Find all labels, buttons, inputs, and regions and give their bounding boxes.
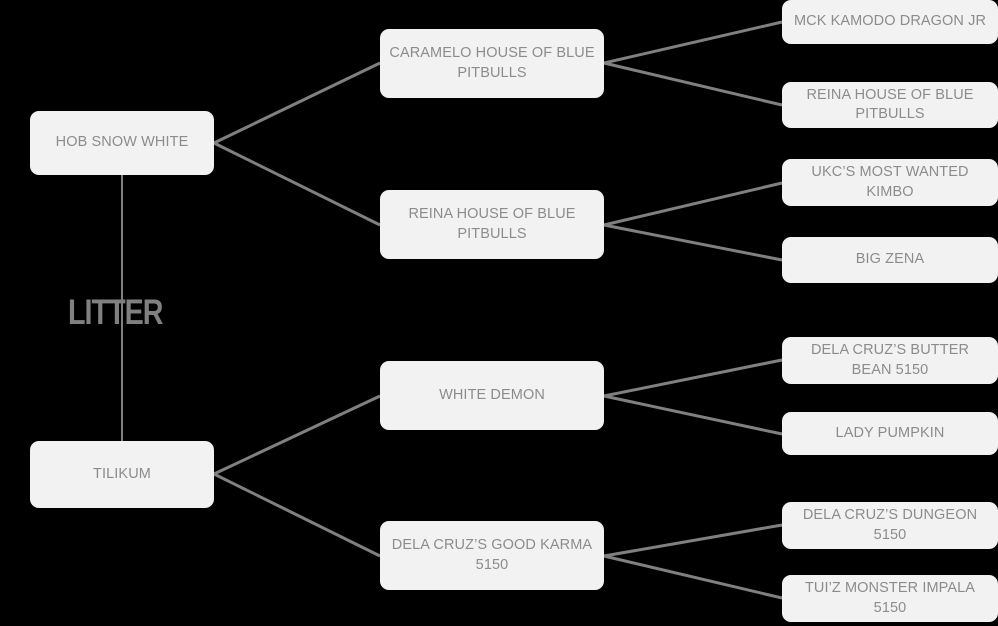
node-dela-cruz-butter-bean-5150[interactable]: DELA CRUZ’S BUTTER BEAN 5150 <box>782 337 998 384</box>
edge-hob-snow-white-to-caramelo-house-of-blue-pitbulls <box>213 61 381 145</box>
node-reina-house-of-blue-pitbulls-mid[interactable]: REINA HOUSE OF BLUE PITBULLS <box>380 190 604 259</box>
node-white-demon[interactable]: WHITE DEMON <box>380 361 604 430</box>
edge-caramelo-house-of-blue-pitbulls-to-mck-kamodo-dragon-jr <box>603 20 783 65</box>
node-big-zena[interactable]: BIG ZENA <box>782 237 998 283</box>
node-mck-kamodo-dragon-jr[interactable]: MCK KAMODO DRAGON JR <box>782 0 998 44</box>
node-label: REINA HOUSE OF BLUE PITBULLS <box>408 206 576 242</box>
node-label: HOB SNOW WHITE <box>55 134 189 151</box>
edge-tilikum-to-dela-cruz-good-karma-5150 <box>213 472 381 558</box>
node-label: DELA CRUZ’S DUNGEON 5150 <box>802 507 978 543</box>
node-tuiz-monster-impala-5150[interactable]: TUI’Z MONSTER IMPALA 5150 <box>782 575 998 622</box>
node-label: UKC’S MOST WANTED KIMBO <box>811 164 969 200</box>
node-label: DELA CRUZ’S BUTTER BEAN 5150 <box>810 342 970 378</box>
node-lady-pumpkin[interactable]: LADY PUMPKIN <box>782 412 998 455</box>
edge-caramelo-house-of-blue-pitbulls-to-reina-house-of-blue-pitbulls-right <box>603 61 783 107</box>
edge-hob-snow-white-to-reina-house-of-blue-pitbulls-mid <box>213 141 381 227</box>
node-dela-cruz-good-karma-5150[interactable]: DELA CRUZ’S GOOD KARMA 5150 <box>380 521 604 590</box>
node-label: TUI’Z MONSTER IMPALA 5150 <box>804 580 976 616</box>
edge-dela-cruz-good-karma-5150-to-dela-cruz-dungeon-5150 <box>603 523 783 558</box>
node-label: CARAMELO HOUSE OF BLUE PITBULLS <box>389 45 595 81</box>
node-reina-house-of-blue-pitbulls-right[interactable]: REINA HOUSE OF BLUE PITBULLS <box>782 82 998 128</box>
edge-white-demon-to-lady-pumpkin <box>603 394 783 436</box>
node-ukcs-most-wanted-kimbo[interactable]: UKC’S MOST WANTED KIMBO <box>782 159 998 206</box>
node-label: BIG ZENA <box>855 251 925 268</box>
node-label: LADY PUMPKIN <box>835 424 945 441</box>
edge-reina-house-of-blue-pitbulls-mid-to-big-zena <box>603 223 783 262</box>
edge-dela-cruz-good-karma-5150-to-tuiz-monster-impala-5150 <box>603 554 783 600</box>
edge-tilikum-to-white-demon <box>213 394 381 476</box>
node-label: DELA CRUZ’S GOOD KARMA 5150 <box>391 537 593 573</box>
node-label: WHITE DEMON <box>439 386 545 403</box>
node-caramelo-house-of-blue-pitbulls[interactable]: CARAMELO HOUSE OF BLUE PITBULLS <box>380 29 604 98</box>
node-tilikum[interactable]: TILIKUM <box>30 441 214 508</box>
node-dela-cruz-dungeon-5150[interactable]: DELA CRUZ’S DUNGEON 5150 <box>782 502 998 549</box>
node-label: REINA HOUSE OF BLUE PITBULLS <box>806 86 974 122</box>
edge-reina-house-of-blue-pitbulls-mid-to-ukcs-most-wanted-kimbo <box>603 181 783 227</box>
litter-label: LITTER <box>68 293 164 332</box>
node-label: TILIKUM <box>93 465 151 482</box>
node-label: MCK KAMODO DRAGON JR <box>793 13 987 30</box>
edge-white-demon-to-dela-cruz-butter-bean-5150 <box>603 358 783 398</box>
node-hob-snow-white[interactable]: HOB SNOW WHITE <box>30 111 214 175</box>
